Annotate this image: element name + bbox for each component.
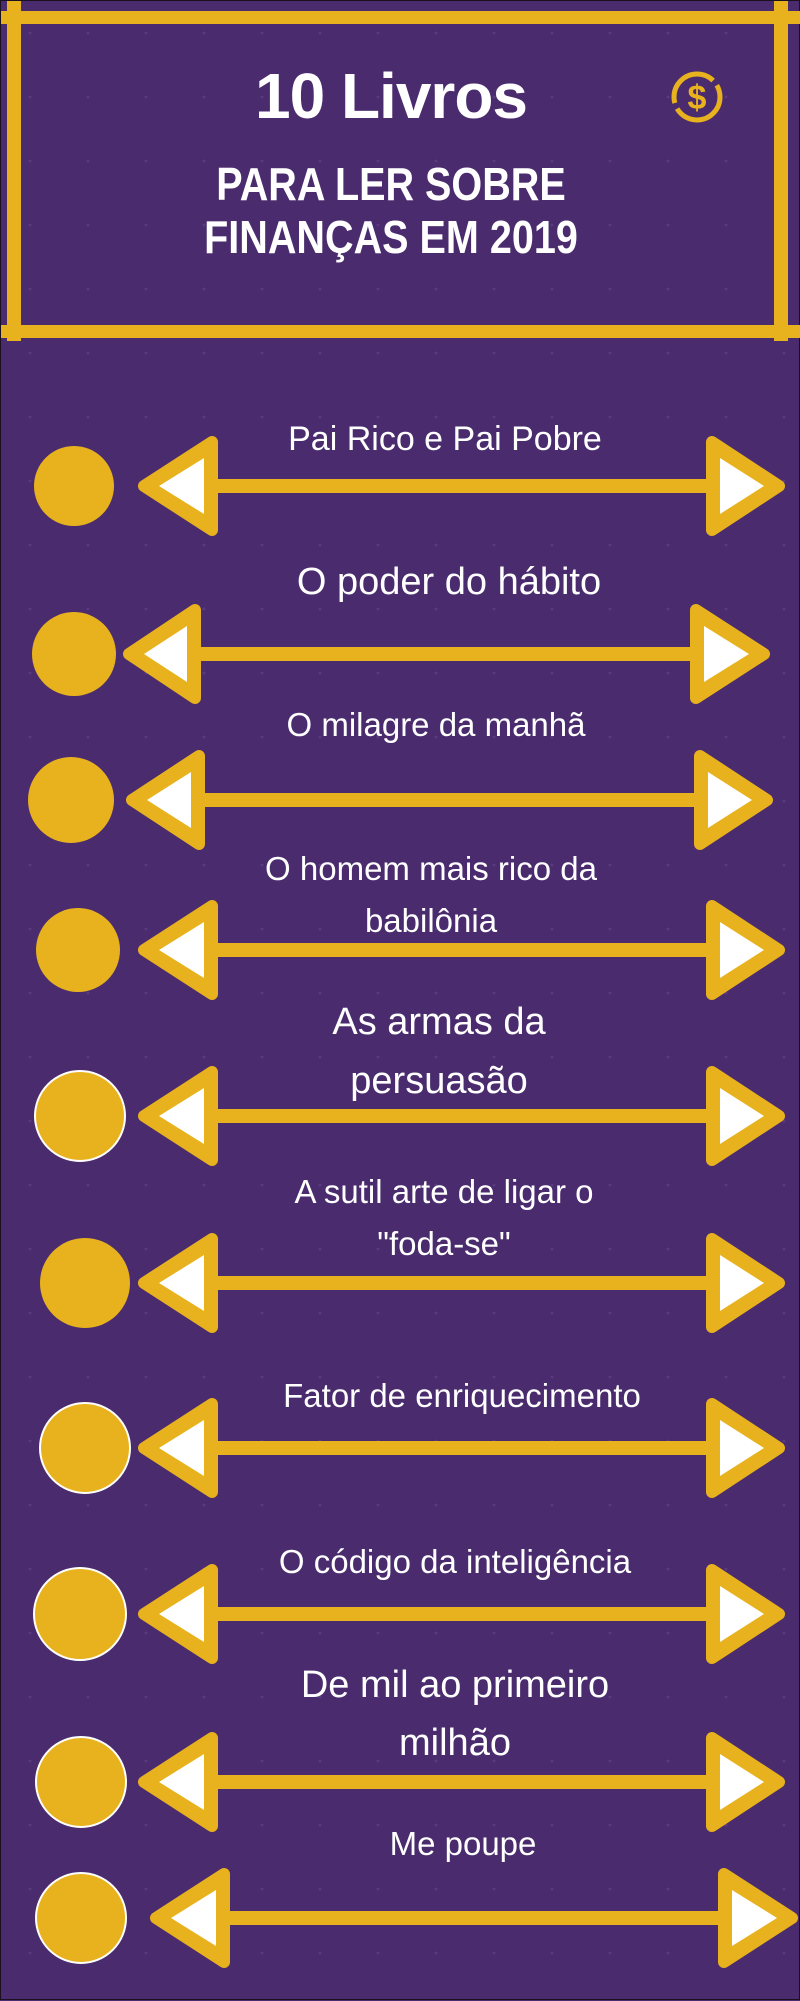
bullet-circle — [34, 446, 114, 526]
bullet-circle — [39, 1402, 131, 1494]
arrow-left-inner-icon — [171, 1890, 216, 1946]
arrow-right-inner-icon — [720, 1586, 764, 1642]
arrow-left-inner-icon — [159, 1586, 204, 1642]
arrow-right-inner-icon — [720, 922, 764, 978]
book-title: "foda-se" — [377, 1225, 511, 1263]
header-frame-right — [774, 1, 788, 341]
arrow-right-inner-icon — [720, 1420, 764, 1476]
book-title: O código da inteligência — [278, 1543, 632, 1581]
book-title: O milagre da manhã — [286, 706, 586, 744]
header-frame-top — [1, 11, 800, 24]
header-frame-left — [7, 1, 21, 341]
book-title: De mil ao primeiro — [300, 1664, 610, 1707]
bullet-circle — [35, 1736, 127, 1828]
arrow-left-inner-icon — [159, 1420, 204, 1476]
arrow-right-inner-icon — [732, 1890, 777, 1946]
arrow-left-inner-icon — [144, 626, 187, 682]
arrow-left-inner-icon — [159, 458, 204, 514]
arrow-shaft — [199, 793, 700, 807]
bullet-circle — [40, 1238, 130, 1328]
bullet-circle — [35, 1872, 127, 1964]
bullet-circle — [32, 612, 116, 696]
bullet-circle — [28, 757, 114, 843]
page-title: 10 Livros — [254, 60, 528, 132]
arrow-right-inner-icon — [720, 1754, 764, 1810]
book-title: O homem mais rico da — [265, 850, 597, 888]
bullet-circle — [34, 1070, 126, 1162]
subtitle-line-1: PARA LER SOBRE — [216, 158, 566, 210]
book-title: A sutil arte de ligar o — [294, 1173, 594, 1211]
arrow-right-inner-icon — [704, 626, 749, 682]
book-title: Me poupe — [389, 1825, 537, 1863]
book-title: O poder do hábito — [296, 561, 602, 604]
arrow-shaft — [212, 1775, 712, 1789]
arrow-shaft — [195, 647, 696, 661]
arrow-shaft — [212, 1109, 712, 1123]
book-title: Pai Rico e Pai Pobre — [288, 419, 602, 458]
arrow-shaft — [212, 943, 712, 957]
arrow-left-inner-icon — [159, 1088, 204, 1144]
arrow-right-inner-icon — [720, 1088, 764, 1144]
arrow-right-inner-icon — [720, 1255, 764, 1311]
book-title: As armas da — [332, 1001, 546, 1044]
book-title: milhão — [399, 1722, 511, 1765]
arrow-shaft — [212, 479, 712, 493]
dollar-coin-icon: $ — [671, 71, 723, 123]
arrow-left-inner-icon — [147, 772, 191, 828]
arrow-shaft — [212, 1441, 712, 1455]
arrow-left-inner-icon — [159, 922, 204, 978]
bullet-circle — [33, 1567, 127, 1661]
arrow-shaft — [212, 1607, 712, 1621]
arrow-left-inner-icon — [159, 1255, 204, 1311]
subtitle-line-2: FINANÇAS EM 2019 — [204, 211, 578, 263]
book-title: babilônia — [364, 902, 498, 940]
arrow-right-inner-icon — [708, 772, 752, 828]
book-title: persuasão — [350, 1060, 528, 1103]
arrow-right-inner-icon — [720, 458, 764, 514]
header-frame-bottom — [1, 325, 800, 338]
bullet-circle — [36, 908, 120, 992]
svg-text:$: $ — [688, 79, 707, 117]
book-title: Fator de enriquecimento — [283, 1377, 641, 1415]
arrow-shaft — [212, 1276, 712, 1290]
arrow-shaft — [224, 1911, 724, 1925]
arrow-left-inner-icon — [159, 1754, 204, 1810]
